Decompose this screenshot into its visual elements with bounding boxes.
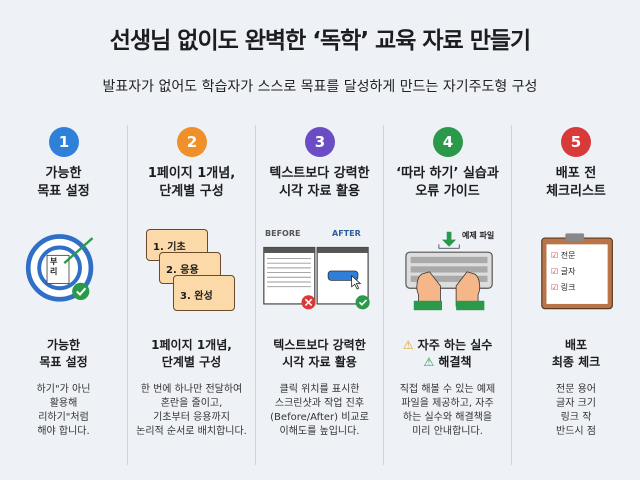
step-subheading: 1페이지 1개념,단계별 구성 [151,338,232,369]
before-after-illustration: BEFORE AFTER [256,223,383,323]
page-subtitle: 발표자가 없어도 학습자가 스스로 목표를 달성하게 만드는 자기주도형 구성 [102,79,538,95]
step-heading: 1페이지 1개념,단계별 구성 [147,166,236,199]
step-number: 4 [433,127,463,157]
card-complete: 3. 완성 [173,275,235,311]
page-title: 선생님 없이도 완벽한 ‘독학’ 교육 자료 만들기 [109,28,531,54]
checklist-item: ☑ 전문 [551,251,576,260]
step-number: 2 [177,127,207,157]
warning-icon: ⚠ [423,355,435,369]
clipboard-icon [541,233,613,310]
keyboard-illustration: 예제 파일 [384,223,511,323]
step-number: 1 [49,127,79,157]
step-number: 5 [561,127,591,157]
checklist-item: ☑ 글자 [551,267,576,276]
after-label: AFTER [332,229,361,238]
target-icon [25,234,94,302]
before-label: BEFORE [265,229,301,238]
checklist: ☑ 전문 ☑ 글자 ☑ 링크 [551,248,575,296]
screens-icon [263,246,370,310]
example-file-label: 예제 파일 [462,231,495,240]
step-2: 2 1페이지 1개념,단계별 구성 1. 기초 2. 응용 3. 완성 1페이지… [128,125,256,465]
checklist-item: ☑ 링크 [551,283,576,292]
step-subheading: ⚠ 자주 하는 실수 ⚠ 해결책 [402,338,493,369]
checklist-illustration: ☑ 전문 ☑ 글자 ☑ 링크 [512,223,639,323]
keyboard-hands-icon [405,231,493,311]
step-number: 3 [305,127,335,157]
cards-illustration: 1. 기초 2. 응용 3. 완성 [128,223,255,323]
warning-icon: ⚠ [402,338,414,352]
